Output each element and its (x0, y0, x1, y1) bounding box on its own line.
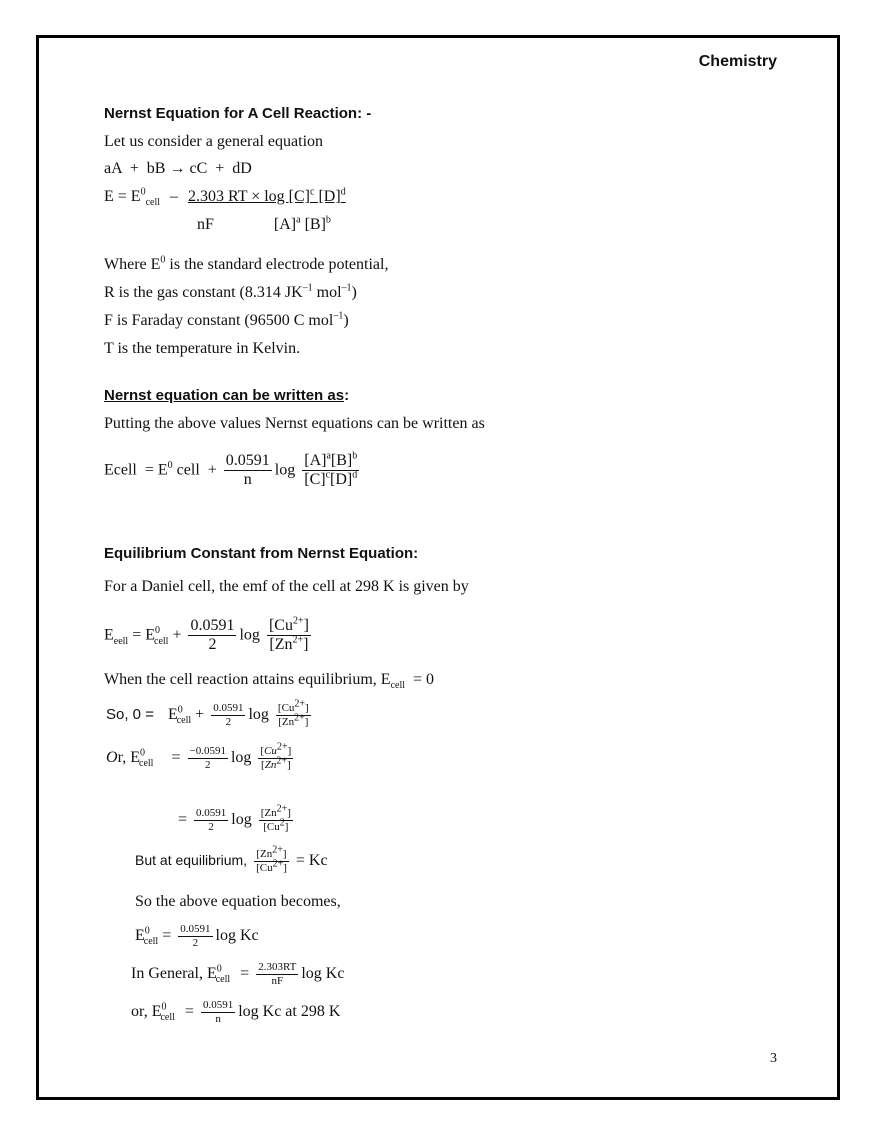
nernst-general-equation-line1: E = E0cell – 2.303 RT × log [C]c [D]d (104, 186, 346, 209)
section2-heading: Nernst equation can be written as: (104, 387, 350, 404)
where-line-e0: Where E0 is the standard electrode poten… (104, 254, 389, 273)
section2-intro: Putting the above values Nernst equation… (104, 415, 485, 432)
so-above-text: So the above equation becomes, (135, 893, 341, 910)
section1-heading: Nernst Equation for A Cell Reaction: - (104, 105, 372, 122)
nernst-general-equation-line2: nF [A]a [B]b (197, 214, 331, 233)
where-line-r: R is the gas constant (8.314 JK–1 mol–1) (104, 282, 357, 301)
kc-definition: But at equilibrium, [Zn2+][Cu2+] = Kc (135, 844, 328, 874)
section3-intro: For a Daniel cell, the emf of the cell a… (104, 578, 469, 595)
page-border (36, 35, 840, 1100)
where-line-t: T is the temperature in Kelvin. (104, 340, 301, 357)
equilibrium-condition: When the cell reaction attains equilibri… (104, 671, 435, 692)
where-line-f: F is Faraday constant (96500 C mol–1) (104, 310, 349, 329)
section1-intro: Let us consider a general equation (104, 133, 324, 150)
general-reaction: aA + bB → cC + dD (104, 160, 252, 177)
header-subject: Chemistry (698, 53, 777, 70)
page-number: 3 (770, 1051, 777, 1066)
section3-heading: Equilibrium Constant from Nernst Equatio… (104, 545, 419, 562)
